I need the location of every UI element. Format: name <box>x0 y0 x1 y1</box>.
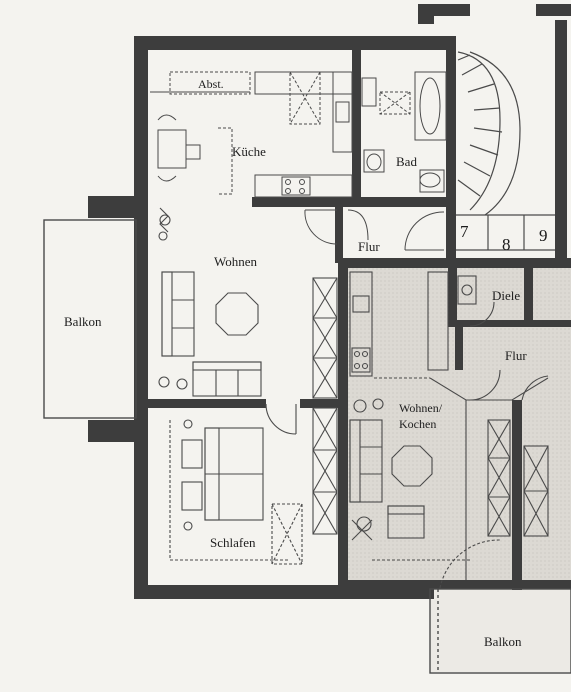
label-wohnen-kochen-line1: Wohnen/ <box>399 401 443 415</box>
bedroom-furniture <box>169 407 338 565</box>
stair-step-7: 7 <box>460 222 469 241</box>
balcony-bottom <box>429 588 571 674</box>
label-kueche: Küche <box>232 144 266 159</box>
label-wohnen: Wohnen <box>214 254 257 269</box>
balcony-left <box>43 219 137 419</box>
label-balkon-bottom: Balkon <box>484 634 522 649</box>
right-unit-furniture <box>349 271 549 589</box>
stair-step-9: 9 <box>539 226 548 245</box>
label-abst: Abst. <box>198 77 224 91</box>
label-wohnen-kochen-line2: Kochen <box>399 417 436 431</box>
stair-step-8: 8 <box>502 235 511 254</box>
flur-left-doors <box>304 209 445 251</box>
label-diele: Diele <box>492 288 520 303</box>
bathroom-fixtures <box>361 71 447 193</box>
label-flur-right: Flur <box>505 348 527 363</box>
living-room-furniture <box>158 207 338 435</box>
kitchen-furniture <box>150 71 353 198</box>
label-schlafen: Schlafen <box>210 535 256 550</box>
label-bad: Bad <box>396 154 417 169</box>
label-balkon-left: Balkon <box>64 314 102 329</box>
exterior-walls <box>88 4 571 599</box>
staircase <box>456 51 555 251</box>
label-flur-left: Flur <box>358 239 380 254</box>
interior-walls <box>148 20 571 590</box>
